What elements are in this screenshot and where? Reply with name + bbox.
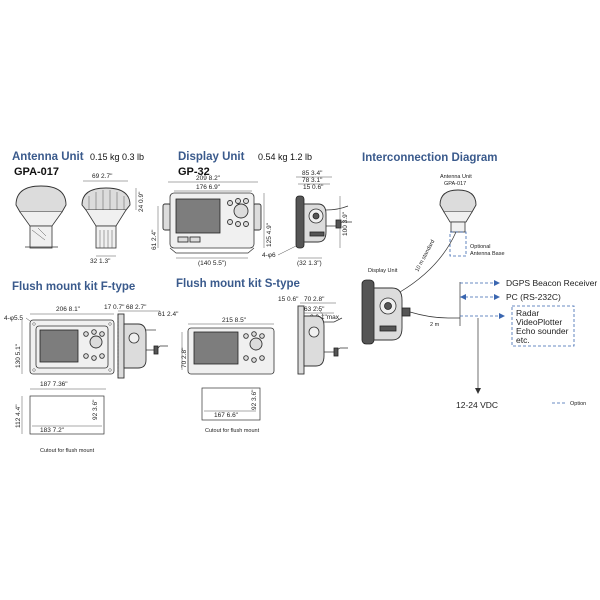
flush-s-dim-top-b: 70 2.8" (304, 296, 325, 303)
ic-antenna-model: GPA-017 (444, 181, 466, 187)
flush-f-cutout: 187 7.36" 112 4.4" 92 3.6" 183 7.2" Cuto… (15, 381, 106, 454)
ic-antenna-label: Antenna Unit (440, 174, 472, 180)
flush-s-section: Flush mount kit S-type 215 8.5" 70 2.8" … (176, 278, 348, 434)
antenna-dim-height: 24 0.9" (138, 191, 145, 212)
flush-f-side-view: 17 0.7" 68 2.7" 61 2.4" (104, 304, 179, 379)
display-dim-bottom: (140 5.5") (198, 260, 226, 267)
ic-radar-label: Radar (516, 308, 539, 318)
display-dim-side-bottom: (32 1.3") (297, 260, 322, 267)
ic-videoplotter-label: VideoPlotter (516, 317, 562, 327)
display-dim-side-top: 85 3.4" (302, 170, 323, 177)
ic-cable-label: 10 m standard (414, 239, 436, 273)
ic-antenna-cable (399, 231, 457, 293)
display-dim-inner-width: 176 6.9" (196, 184, 221, 191)
display-dim-height2: 61 2.4" (151, 229, 158, 250)
display-dim-hole: 4-φ6 (262, 252, 276, 259)
flush-s-cutout-label: Cutout for flush mount (205, 428, 260, 434)
display-front-view (162, 192, 262, 254)
flush-f-dim-depth3: 61 2.4" (158, 311, 179, 318)
display-dim-side-height: 100 3.9" (342, 211, 349, 236)
flush-f-dim-hole: 4-φ5.5 (4, 315, 23, 322)
ic-data-cable (409, 311, 460, 319)
flush-f-dim-cut-inner: 183 7.2" (40, 427, 65, 434)
flush-f-section: Flush mount kit F-type 4-φ5.5 206 8.1" 1… (4, 281, 179, 454)
flush-s-dim-top-a: 15 0.6" (278, 296, 299, 303)
flush-s-dim-mid-a: 63 2.5" (304, 306, 325, 313)
flush-s-dim-cut-width: 167 6.6" (214, 412, 239, 419)
display-dim-side-mid: 78 3.1" (302, 177, 323, 184)
flush-f-heading: Flush mount kit F-type (12, 281, 135, 293)
ic-display-label: Display Unit (368, 268, 398, 274)
antenna-side-view: 69 2.7" 32 1.3" 24 0.9" (81, 173, 145, 265)
ic-pc-label: PC (RS-232C) (506, 292, 561, 302)
antenna-model: GPA-017 (14, 166, 59, 178)
antenna-section: Antenna Unit 0.15 kg 0.3 lb GPA-017 69 2… (12, 151, 145, 265)
antenna-dim-width: 69 2.7" (92, 173, 113, 180)
ic-power-label: 12-24 VDC (456, 400, 498, 410)
display-side-view: 85 3.4" 78 3.1" 15 0.6" 100 3.9" (32 1.3… (262, 170, 352, 267)
display-heading: Display Unit (178, 151, 245, 163)
flush-f-dim-cut-side: 92 3.6" (92, 399, 99, 420)
ic-optional-base-label: Optional (470, 244, 491, 250)
ic-optional-devices-box (511, 305, 575, 347)
ic-display (361, 279, 411, 345)
flush-s-dim-width: 215 8.5" (222, 317, 247, 324)
display-section: Display Unit 0.54 kg 1.2 lb GP-32 209 8.… (151, 151, 352, 267)
flush-s-heading: Flush mount kit S-type (176, 278, 300, 290)
interconnect-section: Interconnection Diagram Antenna Unit GPA… (361, 152, 597, 410)
antenna-dim-base: 32 1.3" (90, 258, 111, 265)
ic-optional-base-label2: Antenna Base (470, 251, 505, 257)
flush-f-dim-cut-width: 187 7.36" (40, 381, 68, 388)
flush-f-dim-height: 130 5.1" (15, 343, 22, 368)
ic-optional-base (449, 231, 467, 257)
flush-s-cutout: 92 3.6" 167 6.6" Cutout for flush mount (201, 387, 261, 434)
ic-legend-option: Option (570, 401, 586, 407)
ic-dgps-label: DGPS Beacon Receiver (506, 278, 597, 288)
flush-f-dim-width: 206 8.1" (56, 306, 81, 313)
display-dim-height: 125 4.9" (266, 222, 273, 247)
ic-length-label: 2 m (430, 322, 440, 328)
interconnect-heading: Interconnection Diagram (362, 152, 497, 164)
ic-antenna (439, 189, 477, 233)
display-dim-outer-width: 209 8.2" (196, 175, 221, 182)
ic-etc-label: etc. (516, 335, 530, 345)
ic-echo-label: Echo sounder (516, 326, 569, 336)
display-dim-side-depth: 15 0.6" (303, 184, 324, 191)
flush-s-front-view (187, 327, 275, 375)
flush-f-dim-depth2: 68 2.7" (126, 304, 147, 311)
flush-f-cutout-label: Cutout for flush mount (40, 448, 95, 454)
flush-f-front-view (29, 319, 115, 375)
display-model: GP-32 (178, 166, 210, 178)
flush-s-dim-height: 70 2.8" (181, 347, 188, 368)
flush-f-dim-cut-height: 112 4.4" (15, 404, 22, 428)
antenna-heading: Antenna Unit (12, 151, 84, 163)
flush-s-dim-mid-b: 2 0.1"max (310, 314, 340, 321)
flush-s-dim-cut-side: 92 3.6" (251, 389, 258, 410)
flush-f-dim-depth1: 17 0.7" (104, 304, 125, 311)
antenna-front-view (15, 185, 67, 249)
flush-s-side-view: 15 0.6" 70 2.8" 63 2.5" 2 0.1"max (278, 296, 348, 375)
antenna-weight: 0.15 kg 0.3 lb (90, 152, 144, 162)
display-weight: 0.54 kg 1.2 lb (258, 152, 312, 162)
